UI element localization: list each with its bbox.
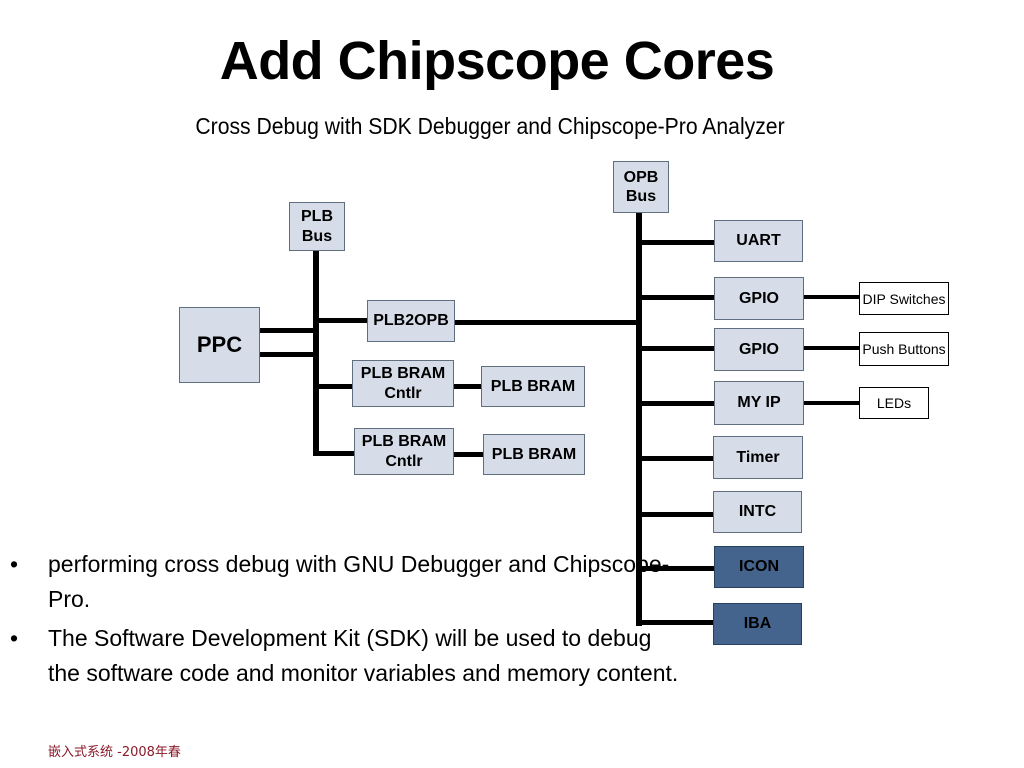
my-ip-box: MY IP [714, 381, 804, 425]
plb2opb-opb-link [454, 320, 640, 325]
gpio-dip-link [803, 295, 860, 299]
push-buttons-box: Push Buttons [859, 332, 949, 366]
iba-box: IBA [713, 603, 802, 645]
slide-title: Add Chipscope Cores [219, 31, 775, 91]
intc-box: INTC [713, 491, 802, 533]
gpio-box-1: GPIO [714, 277, 804, 320]
plb-bram-box-2: PLB BRAM [483, 434, 585, 475]
plb-plb2opb-link [316, 318, 368, 323]
ppc-plb-link-1 [260, 328, 316, 333]
uart-box: UART [714, 220, 803, 262]
opb-bus-line [636, 213, 642, 626]
opb-gpio1-link [639, 295, 715, 300]
ppc-box: PPC [179, 307, 260, 383]
opb-iba-link [639, 620, 715, 625]
myip-leds-link [803, 401, 860, 405]
ppc-plb-link-2 [260, 352, 316, 357]
footer-text: 嵌入式系统 -2008年春 [48, 745, 181, 760]
bullet-item: • The Software Development Kit (SDK) wil… [8, 621, 688, 691]
opb-gpio2-link [639, 346, 715, 351]
leds-box: LEDs [859, 387, 929, 419]
slide-subtitle: Cross Debug with SDK Debugger and Chipsc… [195, 113, 785, 139]
gpio-box-2: GPIO [714, 328, 804, 371]
opb-intc-link [639, 512, 715, 517]
opb-myip-link [639, 401, 715, 406]
bullet-marker: • [10, 625, 19, 651]
opb-icon-link [639, 566, 715, 571]
bullet-text: performing cross debug with GNU Debugger… [48, 551, 670, 612]
plb-bram-box-1: PLB BRAM [481, 366, 585, 407]
timer-box: Timer [713, 436, 803, 479]
plb-bus-line [313, 250, 319, 456]
opb-uart-link [639, 240, 715, 245]
bullet-marker: • [10, 551, 19, 577]
gpio-push-link [803, 346, 860, 350]
dip-switches-box: DIP Switches [859, 282, 949, 315]
plb-bram-cntlr-link-1 [316, 384, 354, 389]
bullet-list: • performing cross debug with GNU Debugg… [8, 547, 688, 695]
plb-bram-cntlr-link-2 [316, 451, 356, 456]
bram-link-1 [454, 384, 482, 389]
bram-link-2 [454, 452, 484, 457]
bullet-item: • performing cross debug with GNU Debugg… [8, 547, 688, 617]
icon-box: ICON [714, 546, 804, 588]
plb2opb-box: PLB2OPB [367, 300, 455, 342]
bullet-text: The Software Development Kit (SDK) will … [48, 625, 679, 686]
opb-timer-link [639, 456, 715, 461]
